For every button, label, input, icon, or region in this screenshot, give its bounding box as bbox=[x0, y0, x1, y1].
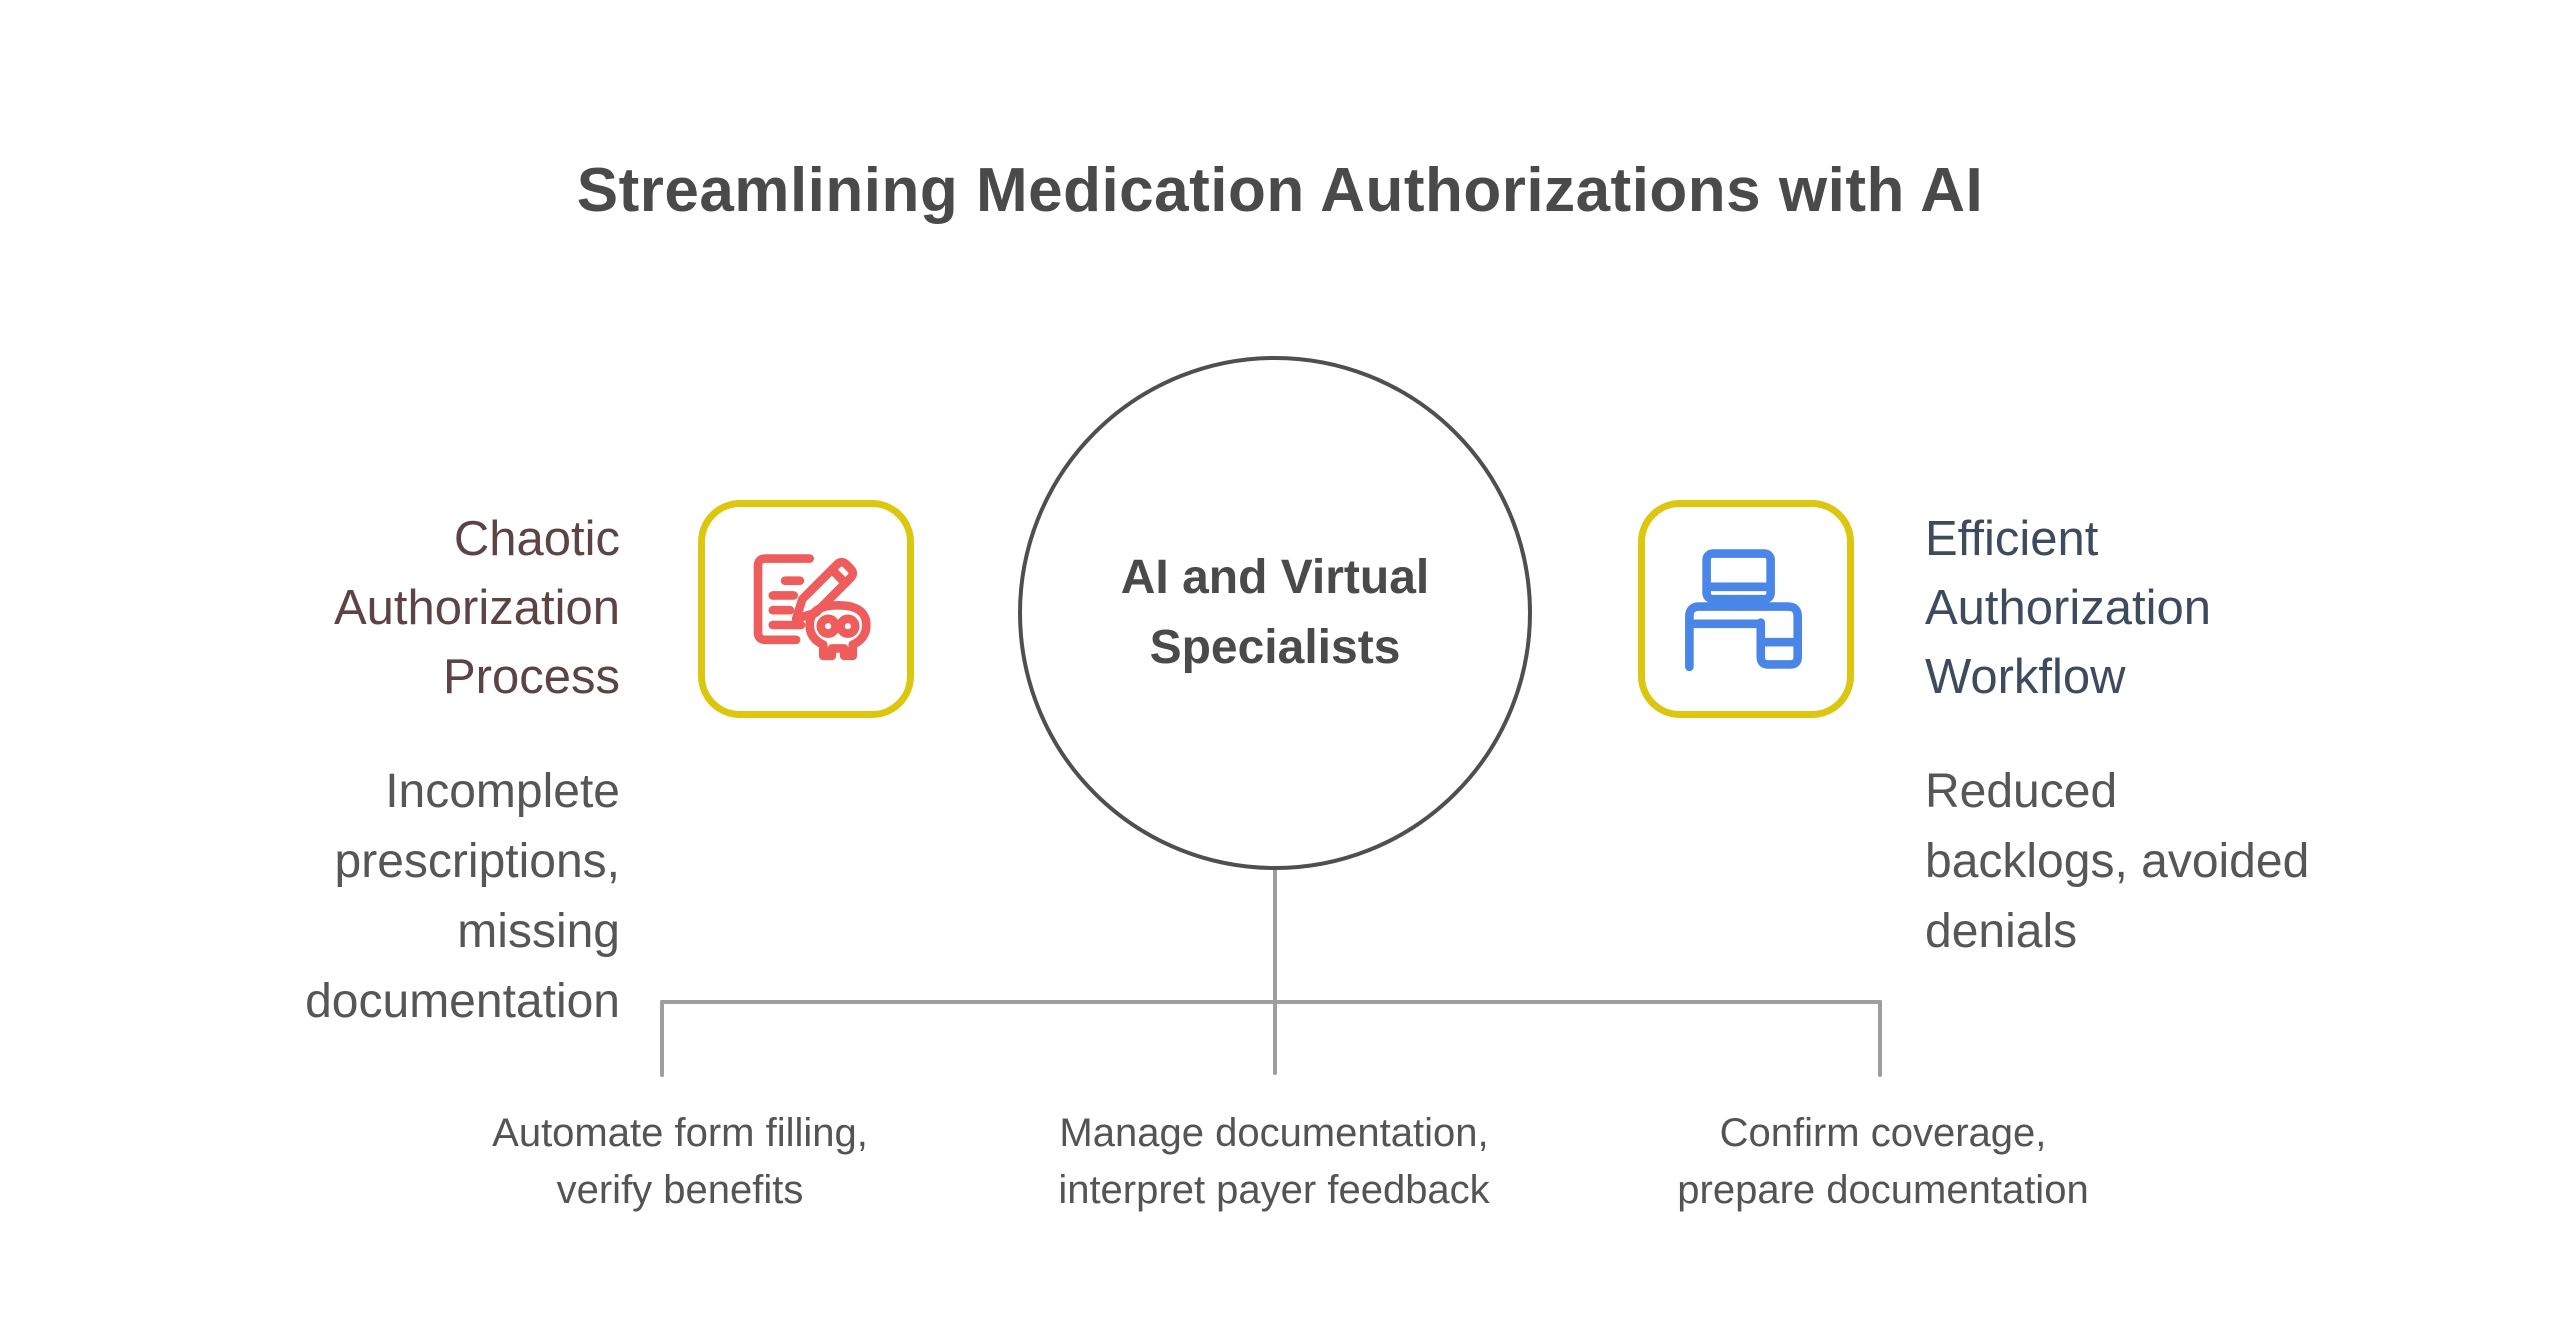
left-description: Incomplete prescriptions, missing docume… bbox=[305, 765, 620, 1028]
document-pencil-skull-icon bbox=[753, 554, 871, 661]
right-description: Reduced backlogs, avoided denials bbox=[1925, 765, 2310, 958]
chaotic-process-icon-box bbox=[698, 500, 914, 718]
connector-right-vertical bbox=[1878, 1000, 1882, 1077]
center-node-label: AI and Virtual Specialists bbox=[1120, 551, 1430, 674]
page-title: Streamlining Medication Authorizations w… bbox=[576, 156, 1984, 225]
connector-horizontal bbox=[660, 1000, 1882, 1004]
right-heading: Efficient Authorization Workflow bbox=[1925, 512, 2212, 704]
center-node: AI and Virtual Specialists bbox=[1018, 356, 1532, 870]
left-heading: Chaotic Authorization Process bbox=[333, 512, 620, 704]
connector-left-vertical bbox=[660, 1000, 664, 1077]
connector-center-vertical bbox=[1273, 860, 1277, 1075]
desk-computer-icon bbox=[1685, 549, 1802, 672]
branch-label-automate: Automate form filling, verify benefits bbox=[492, 1111, 868, 1212]
efficient-workflow-icon-box bbox=[1638, 500, 1854, 718]
branch-label-confirm: Confirm coverage, prepare documentation bbox=[1677, 1111, 2089, 1212]
branch-label-manage: Manage documentation, interpret payer fe… bbox=[1058, 1111, 1490, 1212]
